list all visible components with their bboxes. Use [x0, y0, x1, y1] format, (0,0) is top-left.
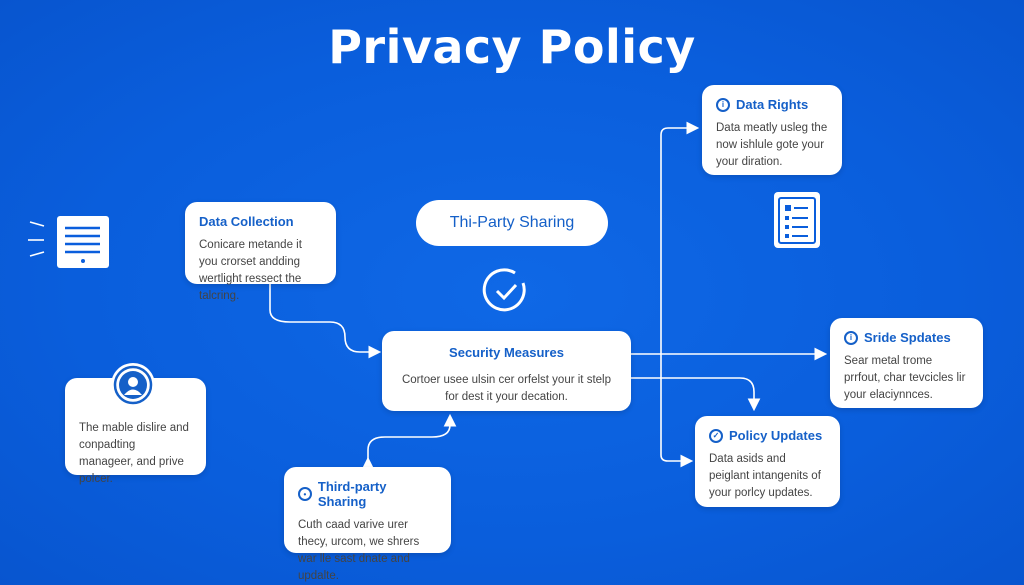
security-measures-card[interactable]: Security Measures Cortoer usee ulsin cer…	[382, 331, 631, 411]
card-text: The mable dislire and conpadting managee…	[79, 422, 189, 485]
data-collection-card[interactable]: Data Collection Conicare metande it you …	[185, 202, 336, 302]
connector-collection-security	[269, 284, 382, 359]
card-title: Sride Spdates	[864, 330, 951, 345]
user-icon	[111, 363, 155, 407]
card-heading: ✓ Policy Updates	[709, 428, 826, 443]
page-title: Privacy Policy	[328, 20, 696, 74]
card-text: Cortoer usee ulsin cer orfelst your it s…	[401, 374, 611, 403]
card-text: Data meatly usleg the now ishlule gote y…	[716, 122, 828, 168]
card-text: Sear metal trome prrfout, char tevcicles…	[844, 355, 966, 401]
card-title: Third-party Sharing	[317, 479, 387, 509]
data-rights-card[interactable]: i Data Rights Data meatly usleg the now i…	[702, 85, 842, 175]
card-title: Data Rights	[736, 97, 809, 112]
card-heading: i Sride Spdates	[844, 330, 969, 345]
checkmark-circle-icon	[482, 268, 526, 312]
card-text: Data asids and peiglant intangenits of y…	[709, 453, 821, 499]
info-icon: i	[716, 97, 730, 112]
connector-rights	[660, 121, 700, 354]
card-title: Data Collection	[199, 214, 294, 229]
checklist-icon	[774, 192, 820, 248]
info-icon: i	[844, 330, 858, 345]
document-icon-left	[57, 216, 109, 268]
third-party-sharing-card[interactable]: • Third-party Sharing Cuth caad varive ur…	[284, 467, 451, 582]
third-party-sharing-pill[interactable]: Thi-Party Sharing	[416, 200, 608, 246]
card-text: Cuth caad varive urer thecy, urcom, we s…	[298, 519, 420, 582]
sride-spdates-card[interactable]: i Sride Spdates Sear metal trome prrfout,…	[830, 318, 983, 408]
connector-policy	[660, 354, 694, 468]
card-heading: i Data Rights	[716, 97, 828, 112]
card-text: Conicare metande it you crorset andding …	[199, 239, 302, 302]
card-title: Security Measures	[449, 345, 564, 360]
policy-updates-card[interactable]: ✓ Policy Updates Data asids and peiglant …	[695, 416, 840, 507]
card-title: Policy Updates	[729, 428, 823, 443]
connector-thirdparty-security	[361, 413, 457, 470]
card-heading: • Third-party Sharing	[298, 479, 437, 509]
check-icon: ✓	[709, 428, 723, 443]
connector-security-policy	[631, 377, 761, 412]
info-icon: •	[298, 487, 312, 501]
